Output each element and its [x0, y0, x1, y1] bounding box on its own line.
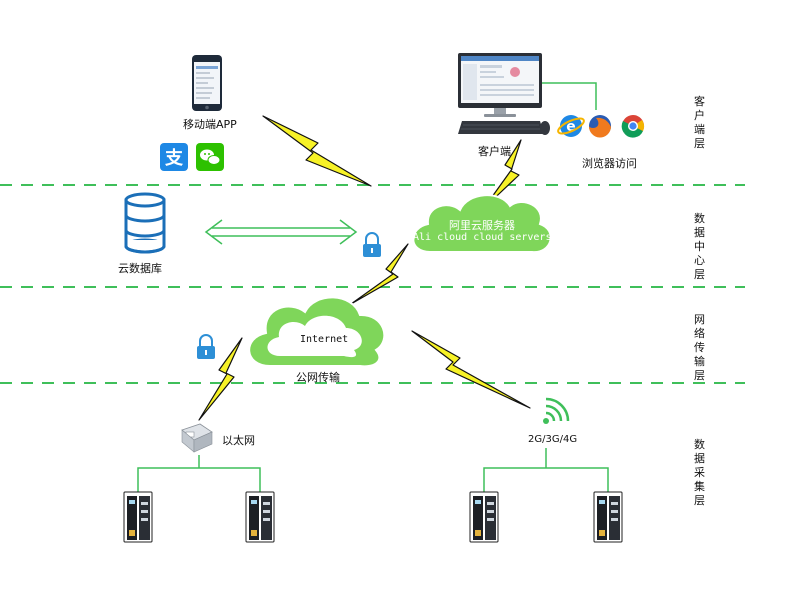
layer-label-datacenter: 数 据 中 心 层	[694, 212, 705, 281]
firefox-browser-icon	[588, 115, 611, 138]
lightning-cellular-icon	[411, 330, 531, 409]
lightning-ethernet-icon	[198, 337, 243, 421]
layer-label-collection: 数 据 采 集 层	[694, 438, 705, 507]
ethernet-wire-bus	[137, 467, 261, 492]
collection-device	[469, 491, 499, 543]
svg-text:Ali cloud cloud servers: Ali cloud cloud servers	[413, 232, 551, 243]
alipay-icon: 支	[160, 143, 188, 171]
internet-cloud: Internet	[248, 296, 386, 368]
aliyun-cloud-server: 阿里云服务器 Ali cloud cloud servers	[412, 194, 552, 254]
cellular-label: 2G/3G/4G	[528, 434, 577, 445]
mobile-app-label: 移动端APP	[183, 118, 237, 131]
cloud-database-icon	[124, 192, 166, 254]
svg-text:网: 网	[694, 313, 705, 326]
lightning-mobile-to-cloud-icon	[262, 115, 372, 187]
desktop-computer-icon	[458, 53, 542, 117]
svg-text:传: 传	[694, 341, 705, 354]
layer-label-client: 客 户 端 层	[694, 94, 705, 150]
svg-text:据: 据	[694, 225, 705, 239]
cellular-wire-bus	[483, 467, 609, 492]
ethernet-port-icon	[181, 423, 213, 453]
svg-text:数: 数	[694, 212, 705, 225]
svg-text:客: 客	[694, 94, 705, 108]
svg-text:户: 户	[694, 108, 705, 122]
browser-connector-line	[542, 82, 597, 110]
lock-icon	[363, 232, 381, 257]
client-label: 客户端	[478, 144, 511, 158]
svg-text:采: 采	[694, 466, 705, 479]
ethernet-label: 以太网	[222, 434, 255, 447]
svg-text:心: 心	[694, 254, 705, 267]
lock-icon	[197, 334, 215, 359]
svg-text:层: 层	[694, 137, 705, 150]
browser-access-label: 浏览器访问	[582, 156, 637, 170]
svg-text:层: 层	[694, 494, 705, 507]
svg-text:层: 层	[694, 369, 705, 382]
collection-device	[593, 491, 623, 543]
collection-device	[123, 491, 153, 543]
svg-text:据: 据	[694, 451, 705, 465]
layer-label-network: 网 络 传 输 层	[694, 313, 705, 382]
wechat-icon	[196, 143, 224, 171]
public-network-label: 公网传输	[296, 370, 340, 384]
collection-device	[245, 491, 275, 543]
cloud-database-label: 云数据库	[118, 261, 162, 275]
wireless-signal-icon	[543, 397, 570, 424]
svg-text:络: 络	[694, 326, 705, 340]
svg-text:集: 集	[694, 479, 705, 493]
svg-text:层: 层	[694, 268, 705, 281]
svg-text:中: 中	[694, 240, 705, 253]
svg-text:数: 数	[694, 438, 705, 451]
svg-text:输: 输	[694, 354, 705, 368]
svg-text:阿里云服务器: 阿里云服务器	[449, 219, 515, 232]
db-server-sync-arrow	[204, 219, 358, 245]
mouse-icon	[540, 121, 550, 135]
svg-text:端: 端	[694, 123, 705, 136]
mobile-phone-icon	[192, 55, 222, 111]
svg-text:Internet: Internet	[300, 334, 348, 345]
svg-text:e: e	[566, 119, 576, 135]
chrome-browser-icon	[621, 115, 645, 138]
svg-text:支: 支	[164, 147, 184, 169]
ie-browser-icon: e	[557, 115, 585, 137]
keyboard-icon	[458, 121, 544, 134]
